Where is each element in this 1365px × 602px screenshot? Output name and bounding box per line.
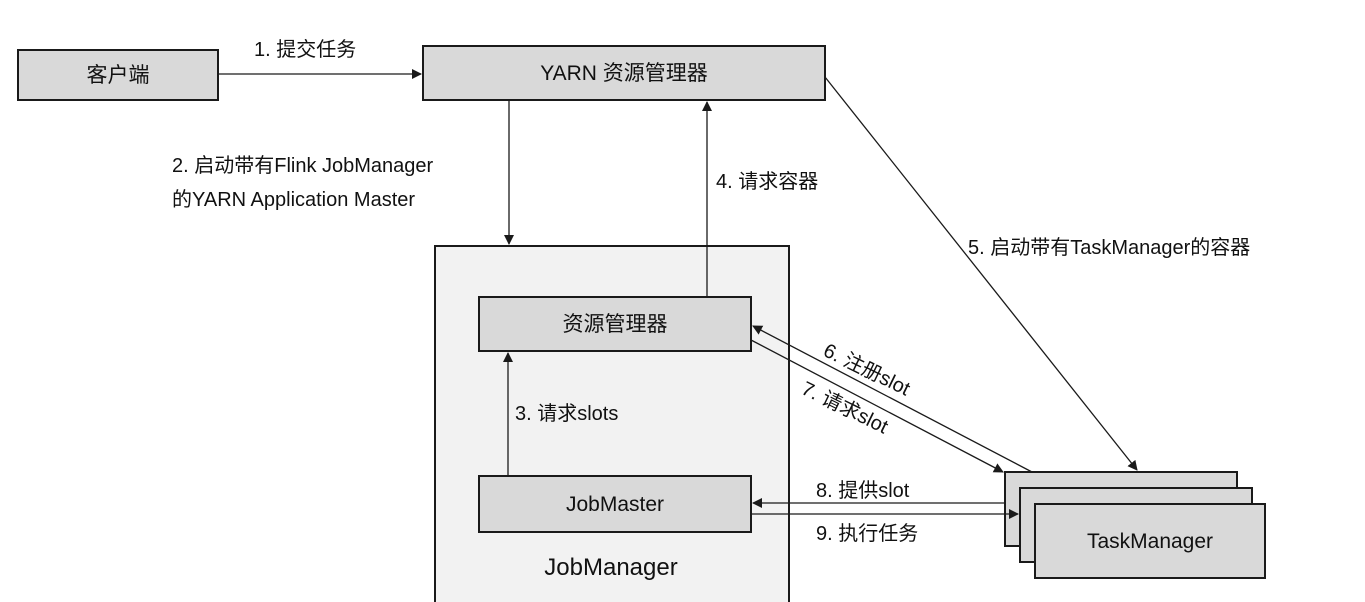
jobmaster-label: JobMaster — [566, 493, 664, 516]
resource-manager-label: 资源管理器 — [563, 313, 668, 336]
label-step8: 8. 提供slot — [816, 479, 910, 502]
label-step1: 1. 提交任务 — [254, 38, 356, 61]
jobmaster-node: JobMaster — [478, 475, 752, 533]
yarn-resource-manager-node: YARN 资源管理器 — [422, 45, 826, 101]
edge-request-slot — [750, 339, 1004, 473]
edge-start-taskmanager-containers — [824, 76, 1138, 471]
taskmanager-front-box — [1034, 503, 1266, 579]
client-label: 客户端 — [87, 64, 150, 87]
jobmanager-label: JobManager — [544, 554, 677, 581]
label-step2-line2: 的YARN Application Master — [172, 188, 415, 211]
label-step4: 4. 请求容器 — [716, 170, 818, 193]
label-step5: 5. 启动带有TaskManager的容器 — [968, 236, 1250, 259]
client-node: 客户端 — [17, 49, 219, 101]
edge-register-slot — [752, 325, 1033, 473]
label-step3: 3. 请求slots — [515, 402, 618, 425]
edges — [218, 69, 1138, 519]
label-step9: 9. 执行任务 — [816, 522, 918, 545]
resource-manager-node: 资源管理器 — [478, 296, 752, 352]
yarn-resource-manager-label: YARN 资源管理器 — [540, 62, 708, 85]
taskmanager-stack: TaskManager — [1004, 471, 1266, 579]
label-step2-line1: 2. 启动带有Flink JobManager — [172, 154, 434, 177]
taskmanager-label: TaskManager — [1087, 530, 1213, 553]
